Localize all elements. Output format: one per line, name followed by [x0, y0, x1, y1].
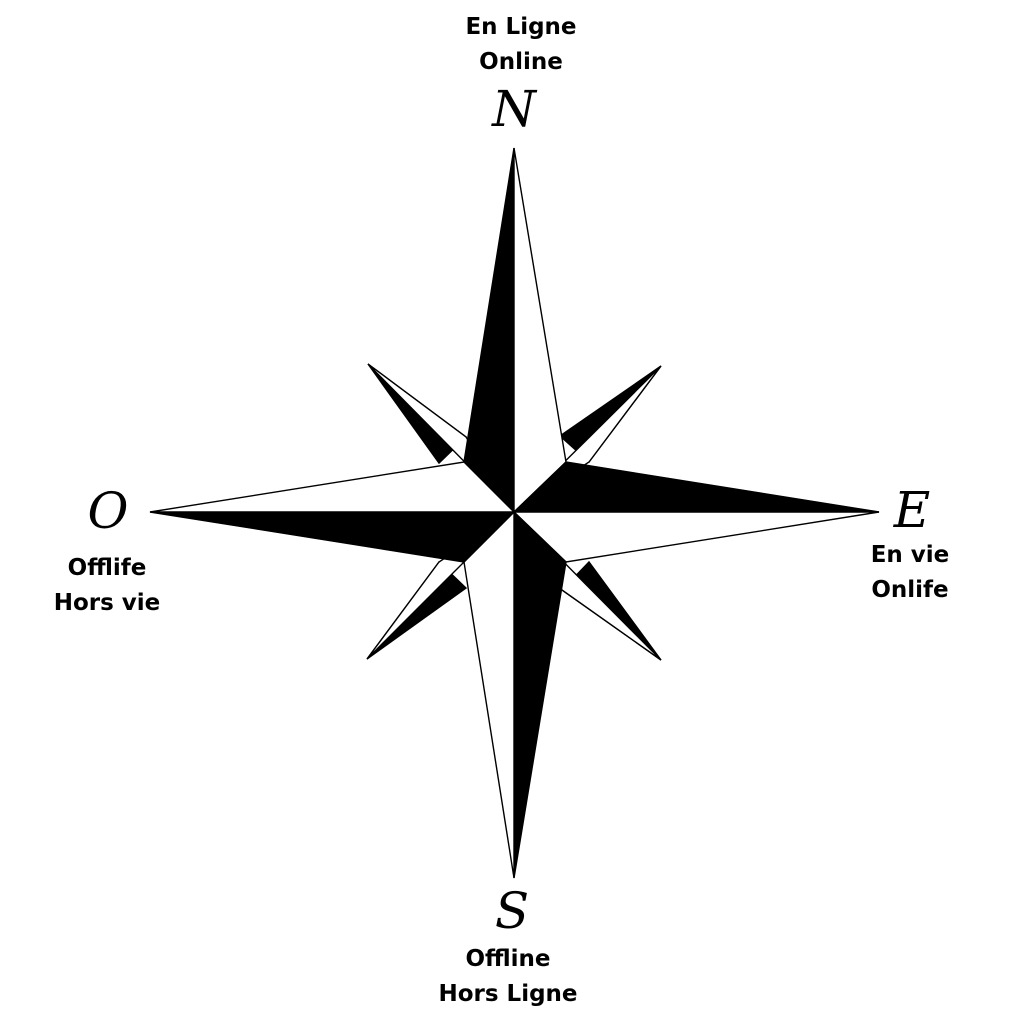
west-caption-line-1: Offlife: [67, 555, 147, 581]
west-point: [149, 461, 516, 563]
north-caption-line-2: Online: [479, 49, 563, 75]
north-letter: N: [492, 80, 536, 138]
north-caption-line-1: En Ligne: [465, 14, 577, 40]
south-point-dark-half: [513, 510, 567, 879]
north-point-dark-half: [463, 147, 515, 514]
north-point-light-half: [513, 147, 567, 514]
east-caption: En vie Onlife: [800, 538, 1020, 608]
north-point: [463, 147, 567, 514]
south-caption-line-2: Hors Ligne: [438, 981, 578, 1007]
east-point: [512, 461, 880, 563]
north-caption: En Ligne Online: [411, 10, 631, 80]
south-caption-line-1: Offline: [465, 946, 551, 972]
east-letter: E: [893, 481, 931, 539]
south-caption: Offline Hors Ligne: [398, 942, 618, 1012]
south-letter: S: [494, 882, 530, 940]
south-point-light-half: [463, 510, 515, 879]
south-point: [463, 510, 567, 879]
west-point-light-half: [149, 461, 516, 513]
west-letter: O: [87, 482, 129, 540]
west-caption: Offlife Hors vie: [0, 551, 217, 621]
east-point-dark-half: [512, 461, 880, 513]
east-caption-line-1: En vie: [870, 542, 950, 568]
west-caption-line-2: Hors vie: [53, 590, 161, 616]
east-caption-line-2: Onlife: [871, 577, 949, 603]
